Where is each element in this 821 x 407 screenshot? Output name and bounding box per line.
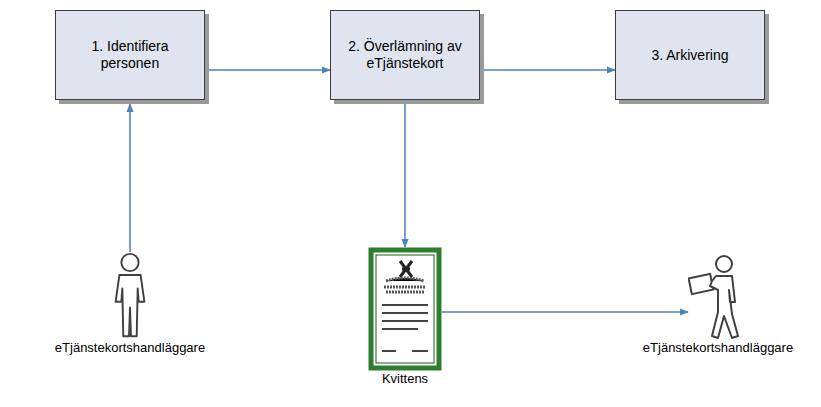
person-carrying-figure bbox=[688, 254, 748, 340]
actor: eTjänstekortshandläggare bbox=[688, 254, 748, 340]
flow-arrow bbox=[442, 311, 688, 313]
box-label: 1. Identifiera personen bbox=[64, 38, 196, 72]
actor: eTjänstekortshandläggare bbox=[106, 252, 154, 340]
flow-arrow bbox=[404, 100, 406, 247]
flow-arrow bbox=[480, 69, 615, 71]
figure-label: Kvittens bbox=[381, 371, 429, 386]
process-box: 3. Arkivering bbox=[615, 10, 765, 100]
flow-arrow bbox=[205, 69, 330, 71]
document: Kvittens bbox=[368, 247, 442, 371]
receipt-document bbox=[368, 247, 442, 371]
process-box: 2. Överlämning av eTjänstekort bbox=[330, 10, 480, 100]
box-label: 3. Arkivering bbox=[651, 47, 728, 64]
process-box: 1. Identifiera personen bbox=[55, 10, 205, 100]
box-label: 2. Överlämning av eTjänstekort bbox=[339, 38, 471, 72]
figure-label: eTjänstekortshandläggare bbox=[54, 340, 206, 355]
person-figure bbox=[106, 252, 154, 340]
figure-label: eTjänstekortshandläggare bbox=[642, 340, 794, 355]
flow-arrow bbox=[129, 104, 131, 252]
